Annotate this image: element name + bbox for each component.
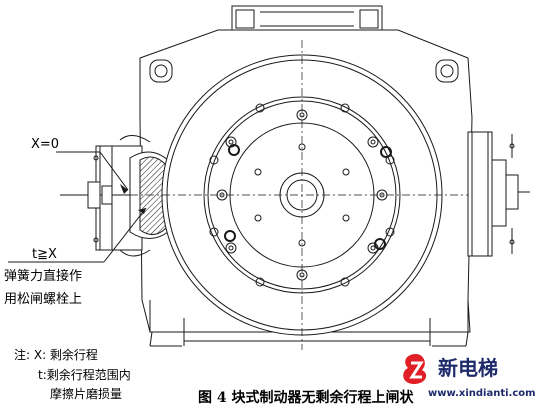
watermark-brand: 新电梯 — [438, 356, 498, 380]
annotation-leaders — [8, 151, 147, 263]
spring-action-line1: 弹簧力直接作 — [4, 269, 83, 284]
right-brake-arm — [467, 131, 530, 257]
spring-action-line2: 用松闸螺栓上 — [4, 292, 83, 307]
watermark-url: www.xindianti.com — [428, 388, 536, 399]
annotation-arrows — [120, 184, 146, 214]
note-line2: t:剩余行程范围内 — [38, 368, 131, 382]
figure-caption: 图 4 块式制动器无剩余行程上闸状 — [198, 390, 414, 406]
clearance-zero-label: X=0 — [31, 137, 60, 152]
watermark-logo: 新电梯 www.xindianti.com — [398, 350, 536, 410]
note-line1: 注: X: 剩余行程 — [14, 348, 98, 362]
logo-mark-icon — [403, 354, 427, 384]
t-ge-x-label: t≧X — [32, 247, 57, 262]
heavy-bolts — [224, 144, 392, 250]
note-line3: 摩擦片磨损量 — [50, 387, 123, 401]
center-lines — [130, 40, 468, 350]
top-bolt-block — [231, 5, 383, 33]
